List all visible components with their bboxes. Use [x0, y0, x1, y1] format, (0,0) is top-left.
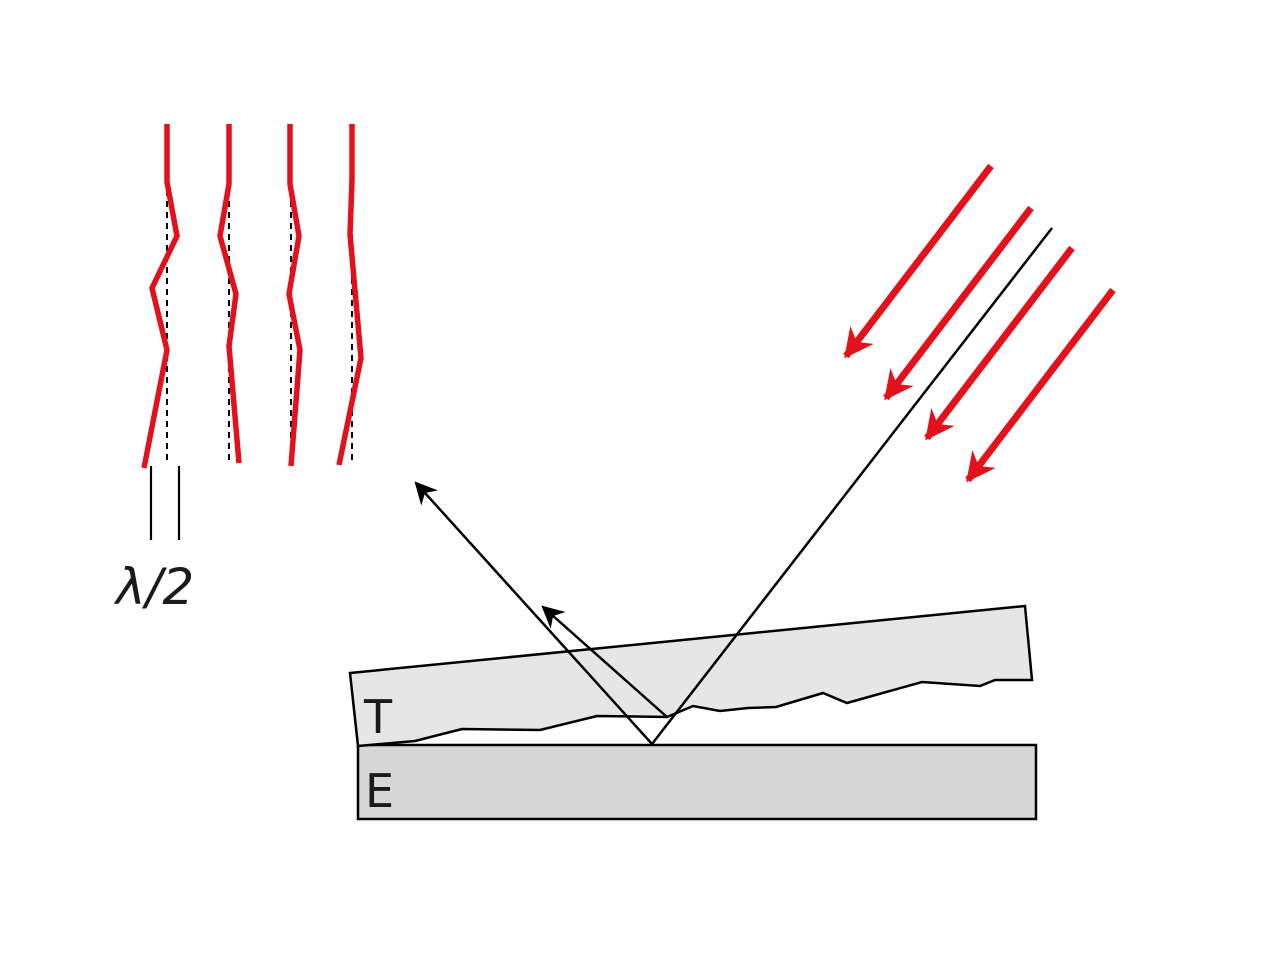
reflected-ray-reference — [414, 481, 653, 745]
incident-ray-2 — [883, 205, 1034, 401]
reflected-rays — [414, 227, 1053, 745]
test-piece-label: T — [363, 690, 393, 744]
incident-light-rays — [843, 163, 1116, 483]
reflected-ray-test — [541, 605, 668, 718]
reference-flat-label: E — [365, 764, 394, 818]
fringe-2 — [217, 124, 242, 464]
incident-ray-4 — [965, 287, 1116, 483]
test-piece — [348, 604, 1034, 748]
fringe-4 — [336, 124, 364, 466]
incoming-ray — [651, 227, 1053, 745]
interference-fringes — [141, 124, 364, 469]
fringe-1 — [141, 124, 180, 469]
incident-ray-3 — [924, 245, 1075, 441]
fringe-3 — [286, 124, 303, 467]
fringe-reference-lines — [166, 124, 353, 464]
half-wavelength-scale — [149, 466, 181, 540]
incident-ray-1 — [843, 163, 994, 359]
half-wavelength-label: λ/2 — [113, 558, 194, 616]
reference-flat — [356, 743, 1038, 821]
